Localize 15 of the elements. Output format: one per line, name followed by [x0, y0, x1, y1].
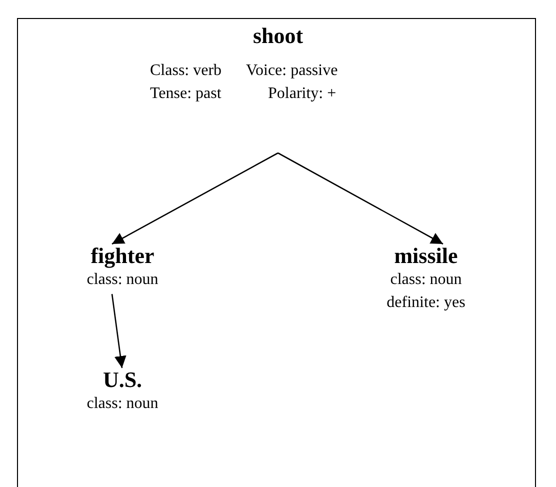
word-heading: missile: [393, 244, 459, 268]
feature-text: Class: verb: [150, 62, 222, 80]
feature-text: Polarity: +: [268, 85, 336, 103]
feature-text: Voice: passive: [246, 62, 338, 80]
word-heading: U.S.: [102, 368, 144, 392]
feature-text: class: noun: [86, 271, 160, 289]
arrow: [112, 152, 278, 245]
feature-text: Tense: past: [150, 85, 222, 103]
word-heading: shoot: [252, 24, 304, 48]
word-heading: fighter: [90, 244, 156, 268]
feature-text: class: noun: [389, 271, 463, 289]
feature-text: definite: yes: [386, 294, 466, 312]
arrow: [278, 152, 444, 245]
feature-text: class: noun: [86, 395, 160, 413]
arrow: [111, 294, 126, 368]
